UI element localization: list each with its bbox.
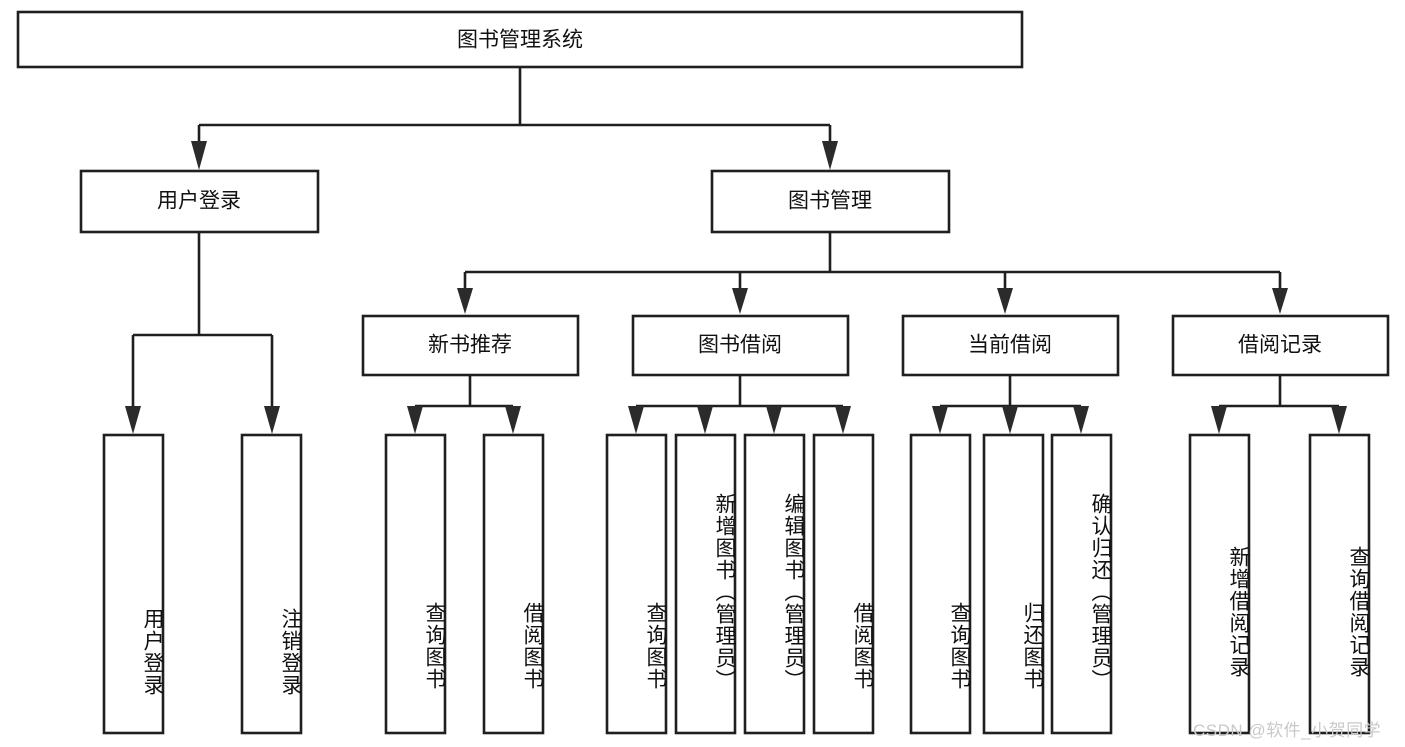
connector-group-current-borrow bbox=[932, 375, 1089, 434]
connector-group-new-book-rec bbox=[407, 375, 521, 434]
node-box-leaf-edit-book[interactable] bbox=[743, 433, 806, 735]
node-label-root: 图书管理系统 bbox=[457, 29, 583, 52]
node-label-current-borrow: 当前借阅 bbox=[968, 334, 1052, 357]
arrow-head-leaf-confirm-return bbox=[1073, 406, 1089, 434]
arrow-head-leaf-add-book bbox=[697, 406, 713, 434]
node-label-borrow-record: 借阅记录 bbox=[1238, 334, 1322, 357]
connector-group-book-borrow bbox=[628, 375, 851, 434]
arrow-head-leaf-query-record bbox=[1331, 406, 1347, 434]
node-box-leaf-add-book[interactable] bbox=[674, 433, 737, 735]
node-label-user-login: 用户登录 bbox=[157, 190, 241, 213]
node-user-login[interactable]: 用户登录 bbox=[79, 169, 320, 234]
arrow-head-leaf-edit-book bbox=[766, 406, 782, 434]
node-root[interactable]: 图书管理系统 bbox=[16, 10, 1024, 69]
node-box-root[interactable] bbox=[16, 10, 1024, 69]
node-box-leaf-confirm-return[interactable] bbox=[1050, 433, 1113, 735]
arrow-head-leaf-query-book-3 bbox=[932, 406, 948, 434]
arrow-head-borrow-record bbox=[1272, 288, 1288, 314]
node-box-leaf-query-record[interactable] bbox=[1308, 433, 1371, 735]
node-current-borrow[interactable]: 当前借阅 bbox=[901, 314, 1120, 377]
node-box-new-book-rec[interactable] bbox=[361, 314, 580, 377]
arrow-head-leaf-query-book-1 bbox=[407, 406, 423, 434]
node-label-book-manage: 图书管理 bbox=[788, 190, 872, 213]
node-label-new-book-rec: 新书推荐 bbox=[428, 334, 512, 357]
arrow-head-user-login bbox=[191, 141, 207, 170]
connector-group-user-login bbox=[125, 232, 280, 434]
node-box-leaf-query-book-1[interactable] bbox=[384, 433, 447, 735]
node-box-leaf-add-record[interactable] bbox=[1188, 433, 1251, 735]
arrow-head-current-borrow bbox=[997, 288, 1013, 314]
arrow-head-leaf-user-login bbox=[125, 406, 141, 434]
node-box-current-borrow[interactable] bbox=[901, 314, 1120, 377]
node-box-leaf-query-book-3[interactable] bbox=[909, 433, 972, 735]
leaf-boxes bbox=[102, 433, 1371, 735]
node-label-book-borrow: 图书借阅 bbox=[698, 334, 782, 357]
arrow-head-book-borrow bbox=[732, 288, 748, 314]
node-box-leaf-logout-login[interactable] bbox=[240, 433, 303, 735]
node-box-leaf-user-login[interactable] bbox=[102, 433, 165, 735]
arrow-head-leaf-query-book-2 bbox=[628, 406, 644, 434]
arrow-head-leaf-add-record bbox=[1211, 406, 1227, 434]
arrow-head-leaf-return-book bbox=[1002, 406, 1018, 434]
arrow-head-leaf-borrow-book-1 bbox=[505, 406, 521, 434]
node-box-book-manage[interactable] bbox=[710, 169, 951, 234]
node-box-leaf-borrow-book-1[interactable] bbox=[482, 433, 545, 735]
node-box-borrow-record[interactable] bbox=[1171, 314, 1390, 377]
node-book-manage[interactable]: 图书管理 bbox=[710, 169, 951, 234]
node-box-leaf-return-book[interactable] bbox=[982, 433, 1045, 735]
node-box-user-login[interactable] bbox=[79, 169, 320, 234]
node-box-leaf-borrow-book-2[interactable] bbox=[812, 433, 875, 735]
watermark-text: CSDN @软件_小贺同学 bbox=[1193, 721, 1382, 740]
node-new-book-rec[interactable]: 新书推荐 bbox=[361, 314, 580, 377]
connector-group-book-manage bbox=[457, 232, 1288, 314]
node-book-borrow[interactable]: 图书借阅 bbox=[631, 314, 850, 377]
connector-group-borrow-record bbox=[1211, 375, 1347, 434]
connector-group-root bbox=[191, 67, 838, 170]
node-box-leaf-query-book-2[interactable] bbox=[605, 433, 668, 735]
arrow-head-leaf-borrow-book-2 bbox=[835, 406, 851, 434]
arrow-head-leaf-logout-login bbox=[264, 406, 280, 434]
node-borrow-record[interactable]: 借阅记录 bbox=[1171, 314, 1390, 377]
arrow-head-new-book-rec bbox=[457, 288, 473, 314]
node-box-book-borrow[interactable] bbox=[631, 314, 850, 377]
arrow-head-book-manage bbox=[822, 141, 838, 170]
